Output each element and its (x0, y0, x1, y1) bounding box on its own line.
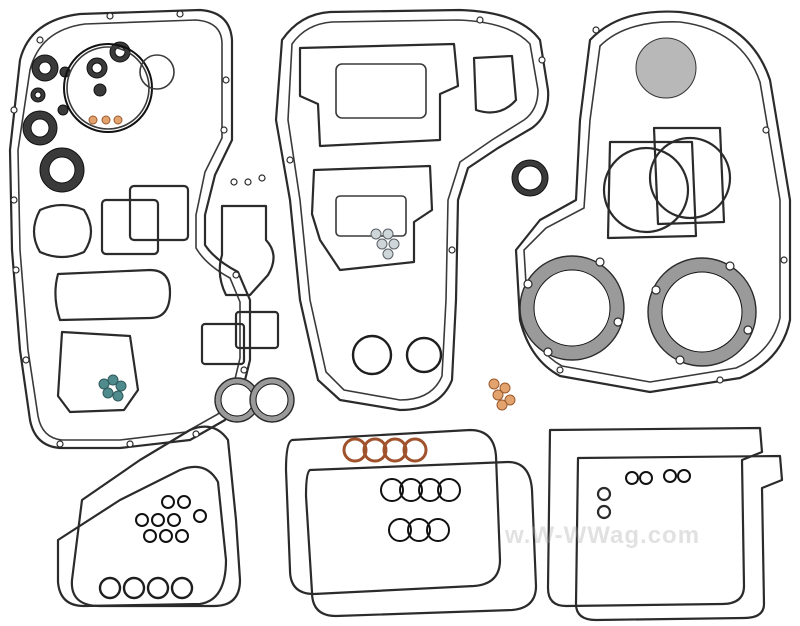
primary-cover-gasket (8, 8, 252, 450)
black-o-ring-row (380, 478, 461, 542)
pushrod-cover-gasket-b (574, 454, 784, 622)
pushrod-o-rings (596, 469, 691, 520)
cover-o-rings (98, 495, 207, 600)
washer-pile-teal (98, 374, 127, 402)
rectangle-gasket-a (200, 322, 246, 366)
primary-bolt-holes (10, 10, 248, 448)
right-cover-gasket (514, 10, 792, 394)
cam-cover-gasket (274, 8, 550, 412)
breather-gasket (472, 54, 518, 114)
rectangle-gasket-b (234, 310, 280, 350)
rocker-cover-gasket-b (56, 465, 228, 608)
copper-washer-pile (488, 378, 516, 411)
rocker-lower-window (335, 195, 407, 237)
cylinder-base-gasket-a (606, 140, 698, 240)
o-ring-pair-a (351, 334, 393, 376)
thin-o-ring (139, 54, 175, 90)
oil-seals-cluster (22, 41, 131, 193)
tappet-bolt-holes (230, 174, 266, 186)
inspection-gasket (56, 330, 140, 414)
rocker-cover-gasket-a (70, 425, 242, 608)
square-cover-gasket-2 (128, 184, 190, 242)
rocker-cover-gasket-d (304, 460, 538, 618)
round-pad-gasket (32, 203, 93, 259)
head-gasket-b (647, 257, 757, 367)
pushrod-cover-gasket-a (546, 426, 764, 608)
primary-cover-gasket-inner (17, 19, 241, 441)
derby-cover-gasket (54, 268, 172, 322)
copper-o-ring-row (342, 437, 428, 463)
large-o-ring-2 (66, 46, 150, 130)
o-ring-pair-b (405, 336, 443, 374)
rocker-box-gasket-lower (310, 164, 434, 272)
rocker-washers (370, 228, 400, 260)
cylinder-bore-b (648, 136, 732, 220)
misc-bolt-holes (286, 16, 788, 384)
rocker-box-gasket-upper (298, 42, 460, 148)
cam-cover-gasket-inner (287, 19, 539, 401)
exhaust-ring-a-inner (220, 383, 254, 417)
exhaust-ring-b-inner (255, 383, 289, 417)
cylinder-base-gasket-b (652, 126, 726, 226)
tappet-block-gasket (218, 204, 275, 297)
rocker-cover-gasket-c (284, 428, 502, 596)
head-gasket-a (519, 255, 625, 361)
rocker-window (335, 63, 427, 119)
cylinder-bore-a (602, 146, 690, 234)
pushrod-seal-inner (517, 165, 543, 191)
timing-cover-gasket (635, 37, 697, 99)
watermark: w.W-WWag.com (505, 522, 701, 549)
